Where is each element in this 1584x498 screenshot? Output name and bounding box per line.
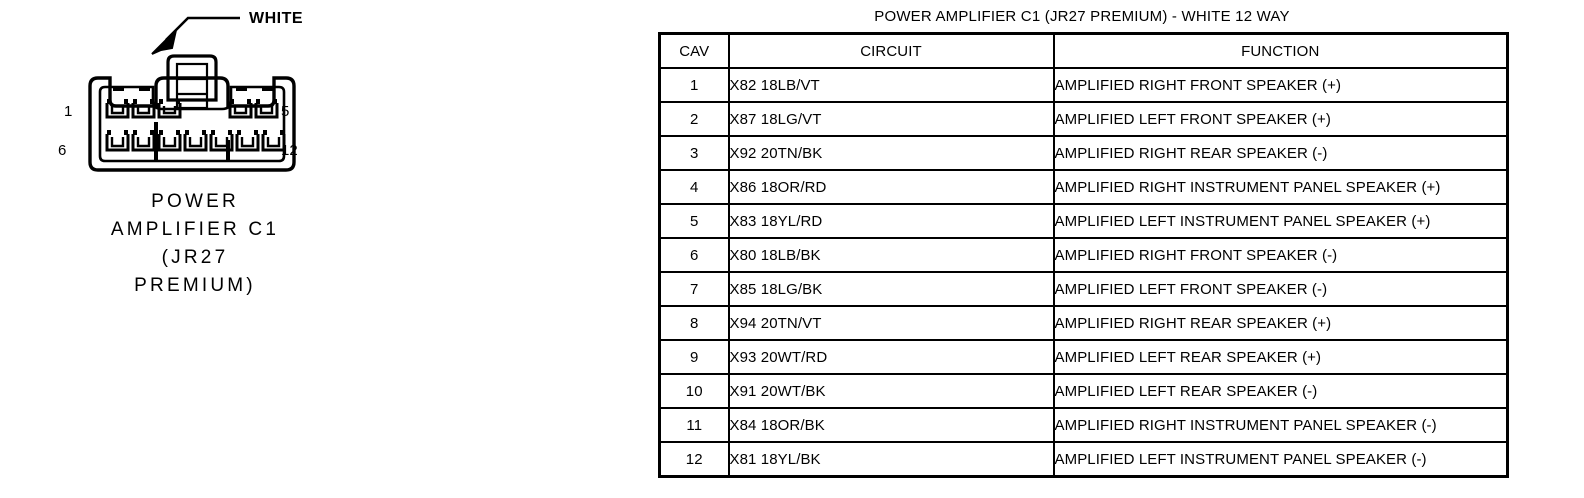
circuit-cell: X93 20WT/RD xyxy=(727,339,1055,375)
cav-cell: 1 xyxy=(658,67,730,103)
cavity-row-bottom xyxy=(105,130,286,152)
pin-number-12: 12 xyxy=(281,142,298,159)
pinout-table-panel: POWER AMPLIFIER C1 (JR27 PREMIUM) - WHIT… xyxy=(658,8,1509,478)
cav-cell: 7 xyxy=(658,271,730,307)
cavity-terminal xyxy=(261,130,286,152)
caption-line-3: (JR27 xyxy=(161,247,229,268)
circuit-cell: X82 18LB/VT xyxy=(727,67,1055,103)
circuit-cell: X80 18LB/BK xyxy=(727,237,1055,273)
column-header-cav: CAV xyxy=(658,32,730,69)
cav-cell: 12 xyxy=(658,441,730,478)
function-cell: AMPLIFIED RIGHT FRONT SPEAKER (-) xyxy=(1052,237,1509,273)
table-header-row: CAV CIRCUIT FUNCTION xyxy=(658,32,1509,69)
cav-cell: 5 xyxy=(658,203,730,239)
caption-line-4: PREMIUM) xyxy=(134,275,256,296)
cavity-terminal xyxy=(254,99,279,119)
cav-cell: 4 xyxy=(658,169,730,205)
function-cell: AMPLIFIED RIGHT INSTRUMENT PANEL SPEAKER… xyxy=(1052,407,1509,443)
pin-number-5: 5 xyxy=(281,103,290,120)
cavity-terminal xyxy=(183,130,208,152)
pin-number-1: 1 xyxy=(64,103,73,120)
circuit-cell: X83 18YL/RD xyxy=(727,203,1055,239)
connector-caption: POWER AMPLIFIER C1 (JR27 PREMIUM) xyxy=(0,188,390,300)
cavity-terminal xyxy=(131,99,156,119)
function-cell: AMPLIFIED LEFT INSTRUMENT PANEL SPEAKER … xyxy=(1052,203,1509,239)
cav-cell: 10 xyxy=(658,373,730,409)
connector-key-tab xyxy=(166,54,218,110)
circuit-cell: X86 18OR/RD xyxy=(727,169,1055,205)
function-cell: AMPLIFIED RIGHT REAR SPEAKER (+) xyxy=(1052,305,1509,341)
cavity-terminal xyxy=(157,130,182,152)
connector-rib-dividers xyxy=(154,122,230,160)
connector-diagram-panel: WHITE 1 6 5 12 POWER AMPLIFIER C1 (JR27 … xyxy=(0,0,640,498)
cav-cell: 11 xyxy=(658,407,730,443)
function-cell: AMPLIFIED LEFT FRONT SPEAKER (+) xyxy=(1052,101,1509,137)
white-callout-leader xyxy=(151,16,240,55)
cavity-terminal xyxy=(235,130,260,152)
circuit-cell: X92 20TN/BK xyxy=(727,135,1055,171)
circuit-cell: X94 20TN/VT xyxy=(727,305,1055,341)
connector-latch-nubs xyxy=(113,87,273,91)
cav-cell: 2 xyxy=(658,101,730,137)
cavity-terminal xyxy=(131,130,156,152)
cav-cell: 9 xyxy=(658,339,730,375)
connector-shell xyxy=(88,76,296,172)
connector-illustration xyxy=(88,16,296,172)
circuit-cell: X87 18LG/VT xyxy=(727,101,1055,137)
function-cell: AMPLIFIED LEFT FRONT SPEAKER (-) xyxy=(1052,271,1509,307)
caption-line-1: POWER xyxy=(151,191,239,212)
function-cell: AMPLIFIED LEFT REAR SPEAKER (+) xyxy=(1052,339,1509,375)
cavity-terminal xyxy=(209,130,234,152)
circuit-cell: X91 20WT/BK xyxy=(727,373,1055,409)
cav-cell: 3 xyxy=(658,135,730,171)
pin-number-6: 6 xyxy=(58,142,67,159)
cav-cell: 8 xyxy=(658,305,730,341)
column-header-circuit: CIRCUIT xyxy=(727,32,1055,69)
white-callout-label: WHITE xyxy=(249,10,304,27)
function-cell: AMPLIFIED LEFT REAR SPEAKER (-) xyxy=(1052,373,1509,409)
function-cell: AMPLIFIED RIGHT INSTRUMENT PANEL SPEAKER… xyxy=(1052,169,1509,205)
function-cell: AMPLIFIED RIGHT FRONT SPEAKER (+) xyxy=(1052,67,1509,103)
circuit-cell: X84 18OR/BK xyxy=(727,407,1055,443)
cavity-terminal xyxy=(157,99,182,119)
function-cell: AMPLIFIED RIGHT REAR SPEAKER (-) xyxy=(1052,135,1509,171)
cavity-terminal xyxy=(228,99,253,119)
cavity-terminal xyxy=(105,99,130,119)
column-header-function: FUNCTION xyxy=(1052,32,1509,69)
cav-cell: 6 xyxy=(658,237,730,273)
cavity-terminal xyxy=(105,130,130,152)
cavity-row-top xyxy=(105,99,279,119)
caption-line-2: AMPLIFIER C1 xyxy=(110,219,280,240)
circuit-cell: X81 18YL/BK xyxy=(727,441,1055,478)
table-title: POWER AMPLIFIER C1 (JR27 PREMIUM) - WHIT… xyxy=(874,8,1290,25)
function-cell: AMPLIFIED LEFT INSTRUMENT PANEL SPEAKER … xyxy=(1052,441,1509,478)
circuit-cell: X85 18LG/BK xyxy=(727,271,1055,307)
